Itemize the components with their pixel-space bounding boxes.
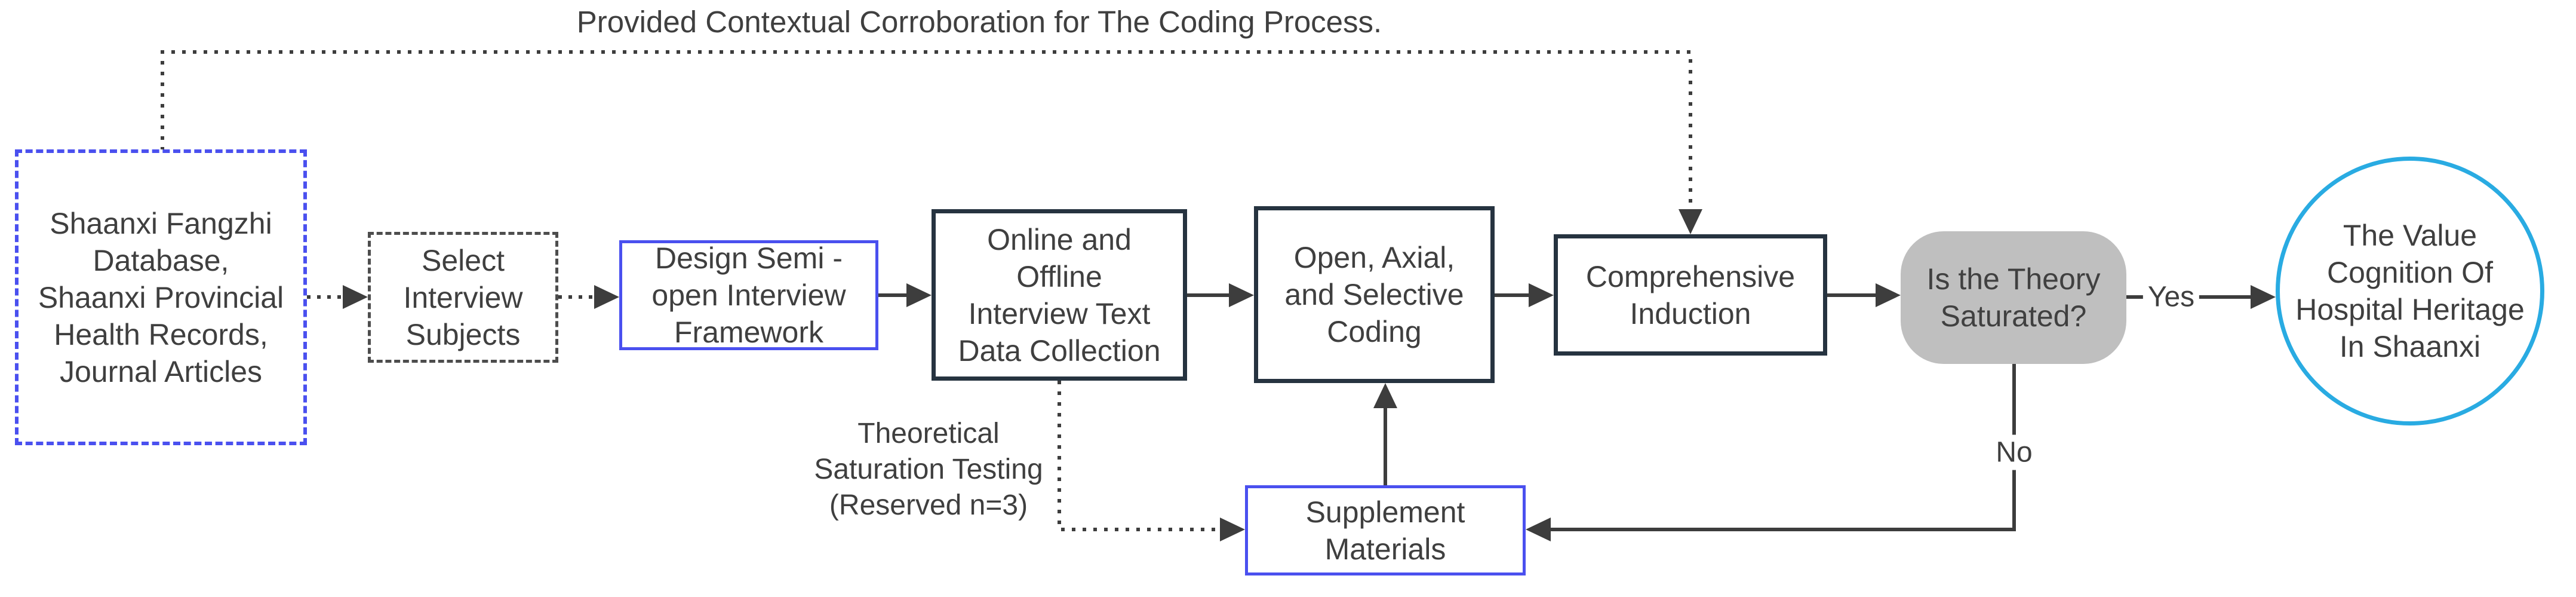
node-comprehensive-induction: Comprehensive Induction <box>1554 234 1827 356</box>
arrowhead-into-supplement-right <box>1526 518 1551 541</box>
arrowhead-into-saturated <box>1876 283 1901 307</box>
edge-saturated-supplement-no <box>1551 364 2016 531</box>
node-interview-data-collection: Online and Offline Interview Text Data C… <box>932 209 1187 381</box>
arrowhead-into-induction-top <box>1679 209 1702 234</box>
node-design-interview-framework: Design Semi - open Interview Framework <box>619 240 878 350</box>
annotation-contextual-corroboration: Provided Contextual Corroboration for Th… <box>576 5 1382 39</box>
arrowhead-into-coding-bottom <box>1373 383 1397 408</box>
node-open-axial-selective-coding: Open, Axial, and Selective Coding <box>1254 206 1495 383</box>
node-select-interview-subjects: Select Interview Subjects <box>368 232 558 363</box>
edge-label-no: No <box>1991 434 2037 470</box>
arrowhead-into-outcome <box>2251 285 2276 309</box>
node-supplement-materials: Supplement Materials <box>1245 485 1526 575</box>
arrowhead-into-select <box>343 285 368 309</box>
arrowhead-into-coding <box>1229 283 1254 307</box>
arrowhead-into-supplement-left <box>1220 518 1245 541</box>
arrowhead-into-induction <box>1529 283 1554 307</box>
edge-label-yes: Yes <box>2142 279 2200 315</box>
node-source-materials: Shaanxi Fangzhi Database, Shaanxi Provin… <box>15 149 307 445</box>
arrowhead-into-design <box>594 285 619 309</box>
annotation-theoretical-saturation-testing: Theoretical Saturation Testing (Reserved… <box>814 418 1043 521</box>
arrowhead-into-collection <box>906 283 932 307</box>
node-outcome-circle: The Value Cognition Of Hospital Heritage… <box>2276 157 2544 425</box>
node-theory-saturated-decision: Is the Theory Saturated? <box>1901 231 2126 364</box>
edge-source-induction-dotted <box>161 50 1692 208</box>
